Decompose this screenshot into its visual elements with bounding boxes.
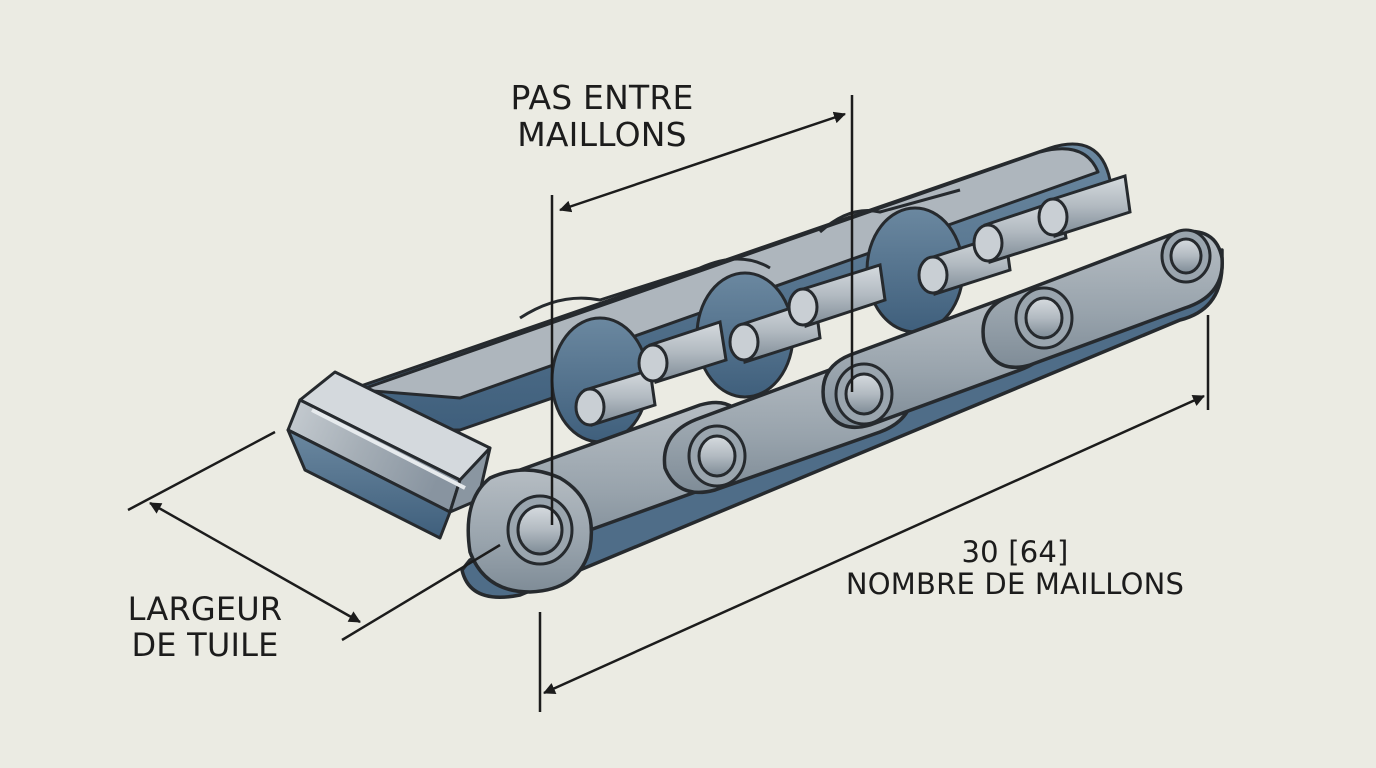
link-count-caption: NOMBRE DE MAILLONS — [845, 567, 1185, 602]
width-extension-front — [341, 543, 501, 642]
pin-head — [506, 494, 574, 566]
pin-head — [1014, 286, 1074, 350]
link-count-label: 30 [64] NOMBRE DE MAILLONS — [810, 536, 1220, 601]
tile-width-label-line-1: LARGEUR — [127, 590, 283, 628]
link-count-value: 30 [64] — [961, 535, 1069, 569]
end-tile-block — [286, 370, 492, 540]
cross-pins — [574, 174, 1132, 427]
tile-width-label-line-2: DE TUILE — [131, 625, 279, 664]
dimension-lines — [127, 95, 1210, 712]
width-dimension-arrow — [149, 501, 361, 624]
pin-head — [834, 362, 894, 426]
width-extension-back — [127, 430, 276, 512]
pin-head — [1160, 228, 1212, 284]
pitch-label: PAS ENTRE MAILLONS — [470, 78, 734, 154]
count-dimension-arrow — [543, 394, 1205, 695]
pitch-label-line-2: MAILLONS — [517, 114, 687, 154]
tile-width-label: LARGEUR DE TUILE — [100, 590, 310, 664]
pitch-dimension-arrow — [559, 111, 846, 213]
pin-head — [687, 424, 747, 488]
pitch-label-line-1: PAS ENTRE — [510, 78, 694, 117]
